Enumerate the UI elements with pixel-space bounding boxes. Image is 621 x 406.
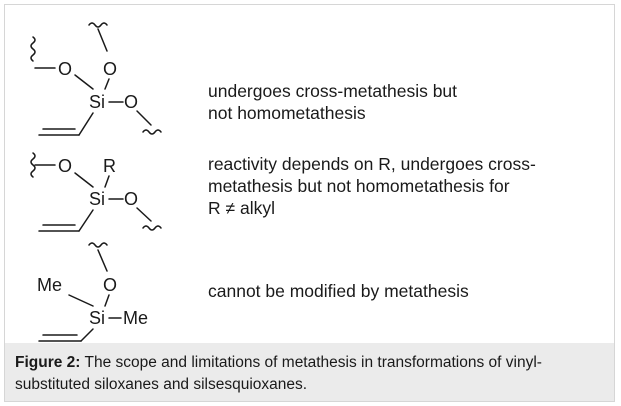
bond [97, 249, 108, 272]
bond [80, 328, 94, 342]
atom-o-right: O [124, 189, 138, 209]
atom-o-top: O [103, 59, 117, 79]
atom-si: Si [89, 92, 105, 112]
atom-me-left: Me [37, 275, 62, 295]
description-line: reactivity depends on R, undergoes cross… [208, 154, 536, 174]
description-line: undergoes cross-metathesis but [208, 81, 458, 101]
atom-o-left: O [58, 59, 72, 79]
bond [74, 74, 94, 90]
bond [78, 209, 94, 232]
atom-me-right: Me [123, 308, 148, 328]
caption-text: The scope and limitations of metathesis … [15, 354, 542, 393]
structure-2: O R Si O [30, 152, 162, 232]
atom-o-right: O [124, 92, 138, 112]
description-line: not homometathesis [208, 103, 366, 123]
description-structure-2: reactivity depends on R, undergoes cross… [208, 153, 536, 219]
bond [136, 110, 152, 126]
caption-label: Figure 2: [15, 354, 81, 371]
wavy-bond-top [88, 242, 108, 248]
description-line: cannot be modified by metathesis [208, 281, 469, 301]
description-line: metathesis but not homometathesis for [208, 176, 510, 196]
atom-si: Si [89, 189, 105, 209]
bond [68, 294, 94, 307]
structure-3: Me O Si Me [37, 242, 148, 342]
structures-drawing: O O Si O O [30, 22, 162, 342]
bond [104, 78, 110, 90]
atom-r: R [103, 156, 116, 176]
bond [74, 172, 94, 188]
bond [104, 175, 110, 188]
bond [78, 112, 94, 136]
wavy-bond-top [88, 22, 108, 28]
description-structure-1: undergoes cross-metathesis but not homom… [208, 80, 457, 124]
figure-caption: Figure 2: The scope and limitations of m… [5, 343, 614, 401]
atom-o-top: O [103, 275, 117, 295]
bond [104, 294, 110, 307]
wavy-bond-right [142, 225, 162, 231]
wavy-bond-left [30, 152, 36, 178]
bond [97, 28, 108, 52]
figure-panel: O O Si O O [4, 4, 615, 402]
bond [136, 207, 152, 222]
description-structure-3: cannot be modified by metathesis [208, 280, 469, 302]
structure-1: O O Si O [30, 22, 162, 136]
description-line: R ≠ alkyl [208, 198, 275, 218]
wavy-bond-right [142, 129, 162, 135]
wavy-bond-left [30, 36, 36, 62]
atom-si: Si [89, 308, 105, 328]
atom-o-left: O [58, 156, 72, 176]
reaction-scheme: O O Si O O [5, 5, 614, 343]
